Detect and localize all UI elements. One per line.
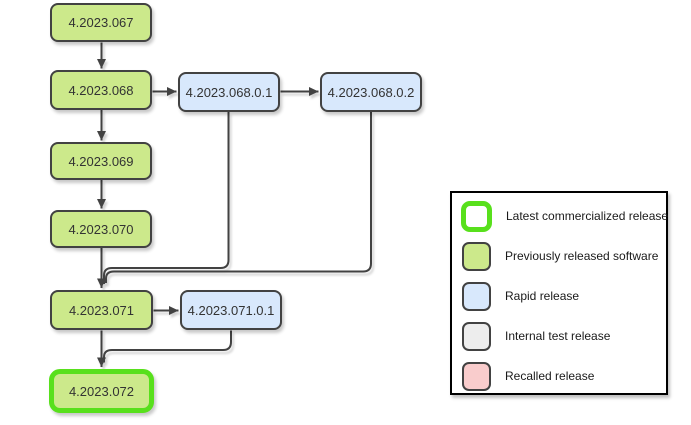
legend-swatch-rapid-icon: [462, 281, 491, 311]
node-4-2023-069: 4.2023.069: [50, 142, 152, 180]
edge-071-0-1-to-072: [103, 330, 232, 363]
legend-item-rapid: Rapid release: [461, 281, 666, 311]
legend-swatch-latest-icon: [461, 200, 492, 232]
node-4-2023-067: 4.2023.067: [50, 3, 152, 42]
node-4-2023-071-0-1: 4.2023.071.0.1: [180, 290, 282, 330]
legend-item-label: Latest commercialized release: [506, 209, 669, 223]
legend-item-latest: Latest commercialized release: [461, 200, 669, 232]
legend-item-label: Internal test release: [505, 329, 611, 343]
edge-068-0-1-to-071: [103, 112, 230, 284]
legend-item-label: Recalled release: [505, 369, 595, 383]
legend-swatch-released-icon: [462, 241, 491, 271]
node-4-2023-068: 4.2023.068: [50, 70, 152, 110]
legend-item-recalled: Recalled release: [461, 361, 666, 391]
legend-item-released: Previously released software: [461, 241, 666, 271]
node-4-2023-072: 4.2023.072: [49, 369, 154, 413]
node-4-2023-071: 4.2023.071: [50, 290, 153, 330]
legend-item-label: Previously released software: [505, 249, 659, 263]
node-4-2023-068-0-1: 4.2023.068.0.1: [178, 72, 280, 112]
node-4-2023-068-0-2: 4.2023.068.0.2: [320, 72, 422, 112]
legend-item-label: Rapid release: [505, 289, 580, 303]
legend: Latest commercialized release Previously…: [450, 191, 668, 395]
legend-swatch-recalled-icon: [462, 361, 491, 391]
legend-item-internal: Internal test release: [461, 321, 666, 351]
node-4-2023-070: 4.2023.070: [50, 210, 152, 248]
edge-068-0-2-to-071: [105, 112, 372, 283]
legend-swatch-internal-icon: [462, 321, 491, 351]
